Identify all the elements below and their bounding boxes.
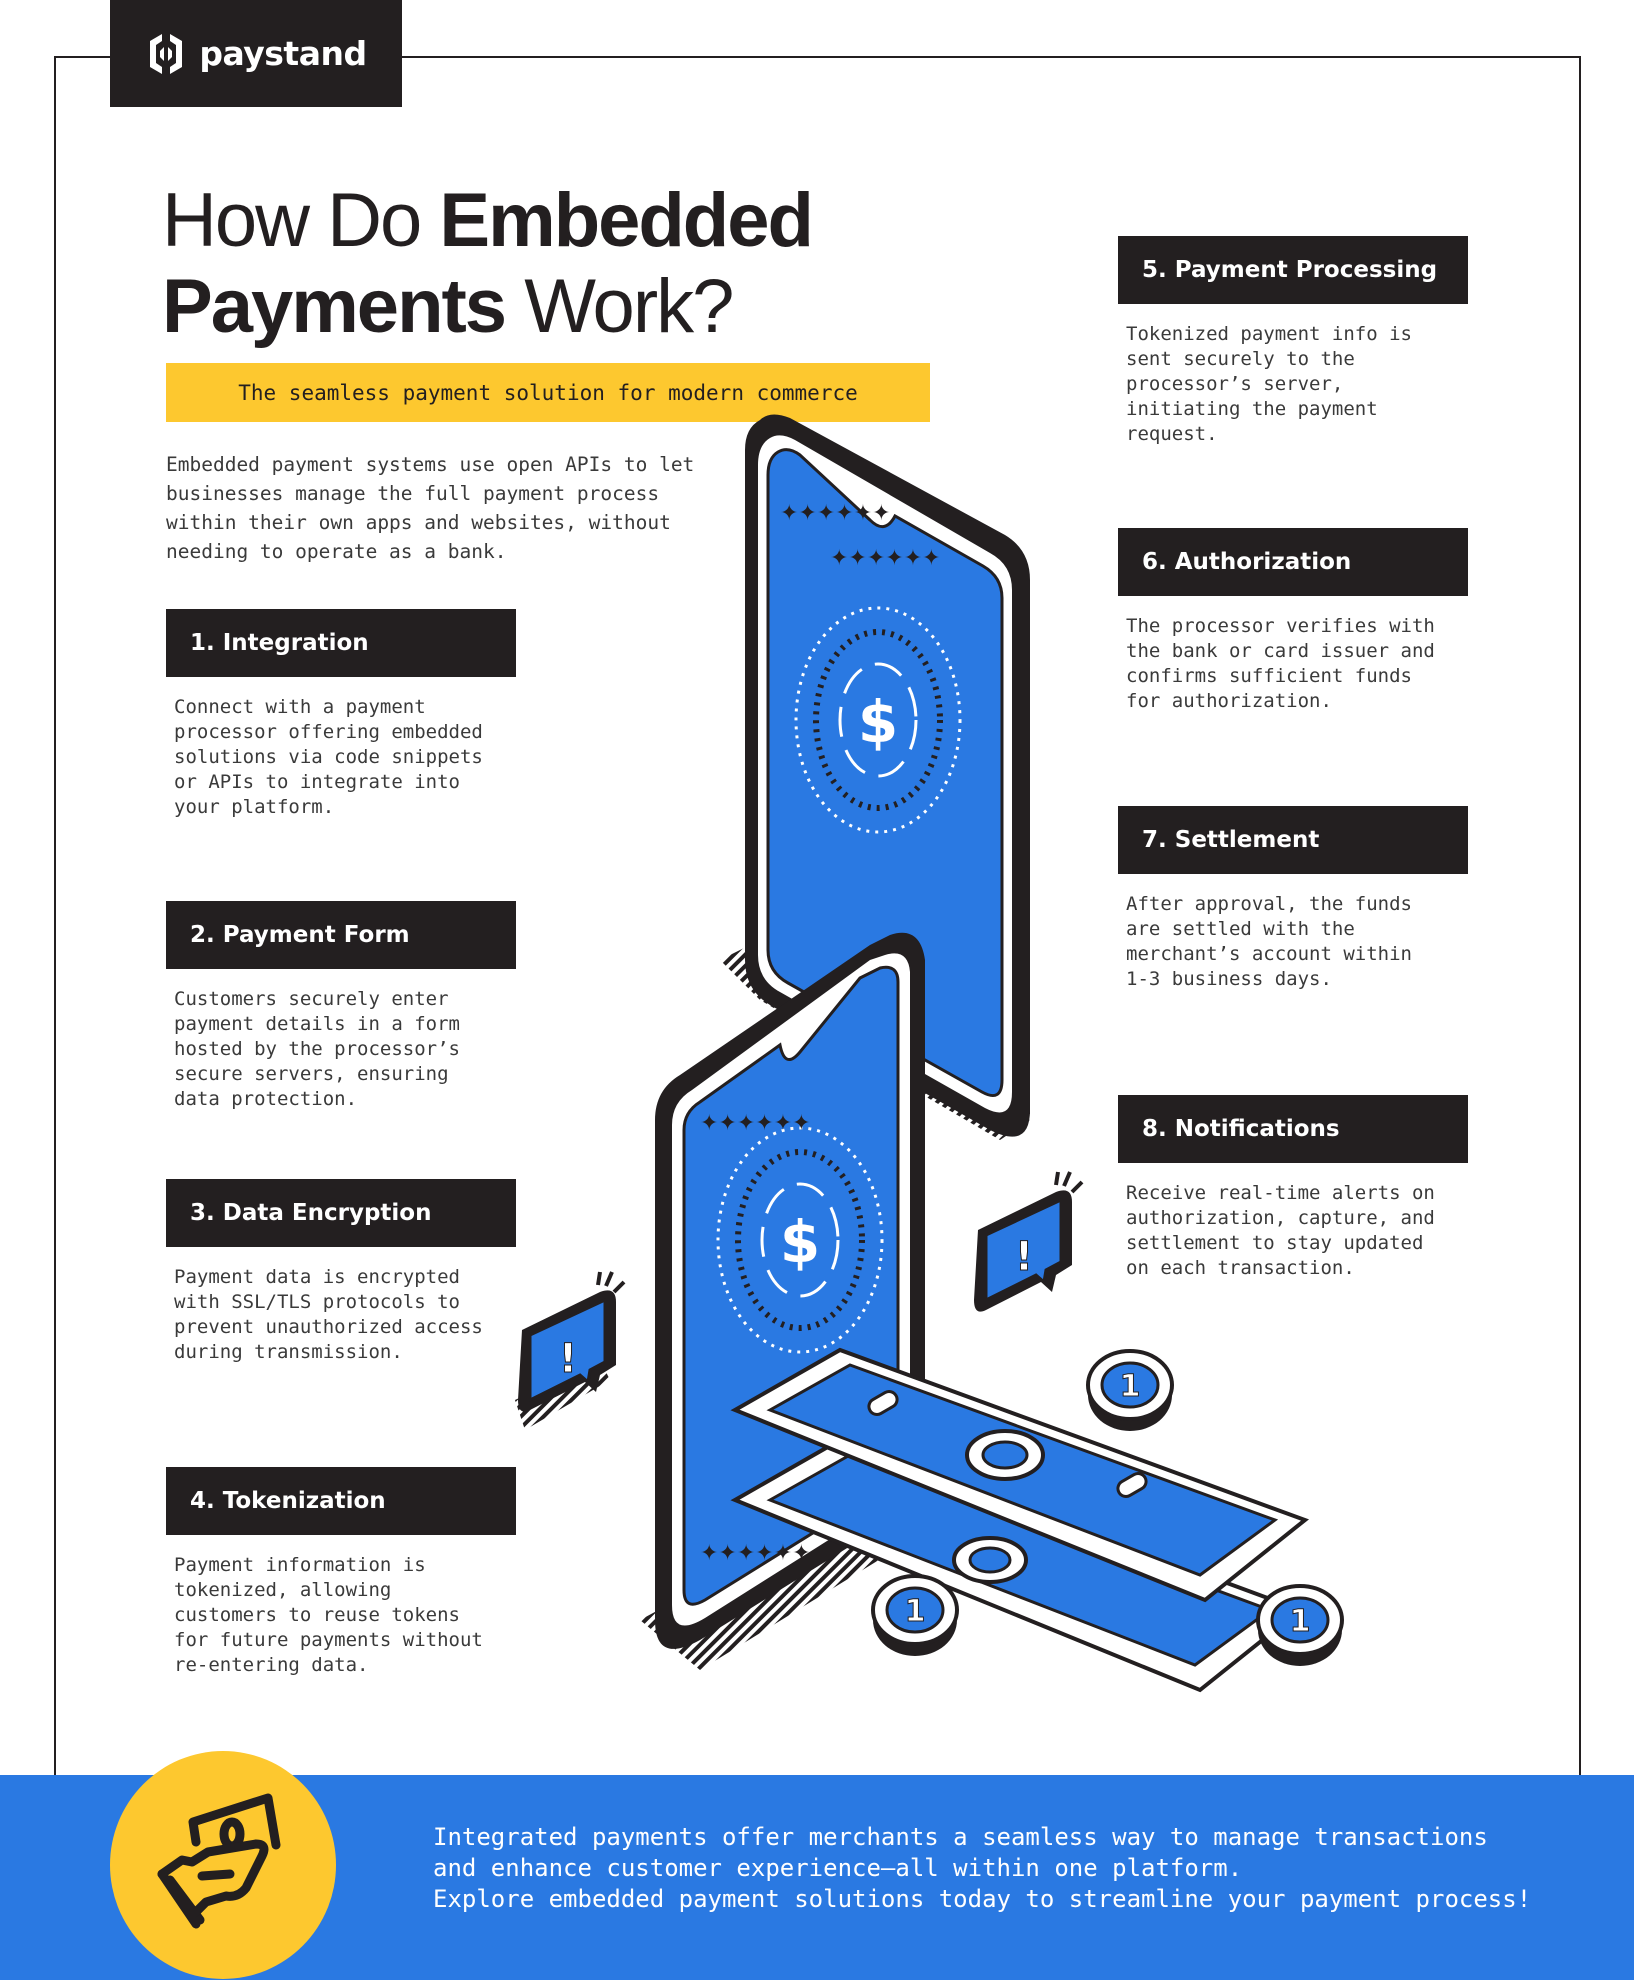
svg-text:!: ! — [1015, 1234, 1033, 1280]
step-authorization: 6. Authorization The processor verifies … — [1118, 528, 1468, 714]
step-title: 3. Data Encryption — [166, 1179, 516, 1247]
coin-icon: 1 — [1086, 1349, 1174, 1431]
step-title: 2. Payment Form — [166, 901, 516, 969]
phones-and-money-illustration: $ ✦✦✦✦✦✦ ✦✦✦✦✦✦ $ ✦✦✦✦✦✦ ✦✦✦✦✦✦ ! — [515, 414, 1344, 1693]
back-phone-sparkles: ✦✦✦✦✦✦ ✦✦✦✦✦✦ — [780, 501, 941, 571]
step-payment-form: 2. Payment Form Customers securely enter… — [166, 901, 516, 1112]
title-bold-1: Embedded — [439, 178, 813, 263]
svg-text:!: ! — [559, 1336, 577, 1382]
step-tokenization: 4. Tokenization Payment information is t… — [166, 1467, 516, 1678]
step-integration: 1. Integration Connect with a payment pr… — [166, 609, 516, 820]
step-data-encryption: 3. Data Encryption Payment data is encry… — [166, 1179, 516, 1365]
banknote-stack — [730, 1347, 1310, 1693]
step-description: The processor verifies with the bank or … — [1126, 615, 1435, 712]
footer-message: Integrated payments offer merchants a se… — [433, 1822, 1613, 1915]
svg-text:✦✦✦✦✦✦: ✦✦✦✦✦✦ — [700, 1111, 811, 1136]
step-settlement: 7. Settlement After approval, the funds … — [1118, 806, 1468, 992]
step-description: Receive real-time alerts on authorizatio… — [1126, 1182, 1435, 1279]
step-title: 6. Authorization — [1118, 528, 1468, 596]
step-title: 5. Payment Processing — [1118, 236, 1468, 304]
step-description: Payment data is encrypted with SSL/TLS p… — [174, 1266, 483, 1363]
page-frame — [54, 56, 1581, 1816]
step-title: 1. Integration — [166, 609, 516, 677]
svg-text:✦✦✦✦✦✦: ✦✦✦✦✦✦ — [700, 1541, 811, 1566]
svg-text:$: $ — [780, 1208, 820, 1276]
svg-text:1: 1 — [1120, 1369, 1141, 1404]
title-light-2: Work? — [505, 264, 734, 349]
step-title: 4. Tokenization — [166, 1467, 516, 1535]
tagline-text: The seamless payment solution for modern… — [238, 380, 858, 405]
coin-icon: 1 — [1256, 1584, 1344, 1666]
svg-text:1: 1 — [905, 1594, 926, 1629]
front-phone-coin-icon: $ — [716, 1126, 884, 1354]
title-light-1: How Do — [162, 178, 440, 263]
step-notifications: 8. Notifications Receive real-time alert… — [1118, 1095, 1468, 1281]
footer-icon-badge — [110, 1751, 336, 1979]
step-payment-processing: 5. Payment Processing Tokenized payment … — [1118, 236, 1468, 447]
footer-line: Explore embedded payment solutions today… — [433, 1885, 1532, 1913]
brand-name: paystand — [199, 34, 367, 73]
paystand-hexagon-logo-icon — [150, 33, 183, 74]
alert-bubble-right: ! — [974, 1171, 1084, 1312]
svg-text:✦✦✦✦✦✦: ✦✦✦✦✦✦ — [780, 501, 891, 526]
tagline-banner: The seamless payment solution for modern… — [166, 363, 930, 422]
step-description: Tokenized payment info is sent securely … — [1126, 323, 1412, 445]
hand-holding-money-icon — [157, 1793, 281, 1929]
page-title: How Do Embedded Payments Work? — [162, 178, 922, 350]
step-title: 8. Notifications — [1118, 1095, 1468, 1163]
coin-icon: 1 — [871, 1574, 959, 1656]
step-description: Customers securely enter payment details… — [174, 988, 460, 1110]
back-phone: $ ✦✦✦✦✦✦ ✦✦✦✦✦✦ — [720, 414, 1030, 1140]
intro-paragraph: Embedded payment systems use open APIs t… — [166, 453, 695, 563]
step-title: 7. Settlement — [1118, 806, 1468, 874]
svg-text:1: 1 — [1290, 1604, 1311, 1639]
step-description: Payment information is tokenized, allowi… — [174, 1554, 483, 1676]
title-bold-2: Payments — [162, 264, 507, 349]
back-phone-coin-icon: $ — [794, 606, 962, 834]
footer-line: and enhance customer experience—all with… — [433, 1854, 1243, 1882]
step-description: After approval, the funds are settled wi… — [1126, 893, 1412, 990]
alert-bubble-left: ! — [515, 1271, 626, 1430]
svg-text:✦✦✦✦✦✦: ✦✦✦✦✦✦ — [830, 546, 941, 571]
brand-logo: paystand — [110, 0, 402, 107]
svg-text:$: $ — [858, 688, 898, 756]
footer-line: Integrated payments offer merchants a se… — [433, 1823, 1488, 1851]
step-description: Connect with a payment processor offerin… — [174, 696, 483, 818]
